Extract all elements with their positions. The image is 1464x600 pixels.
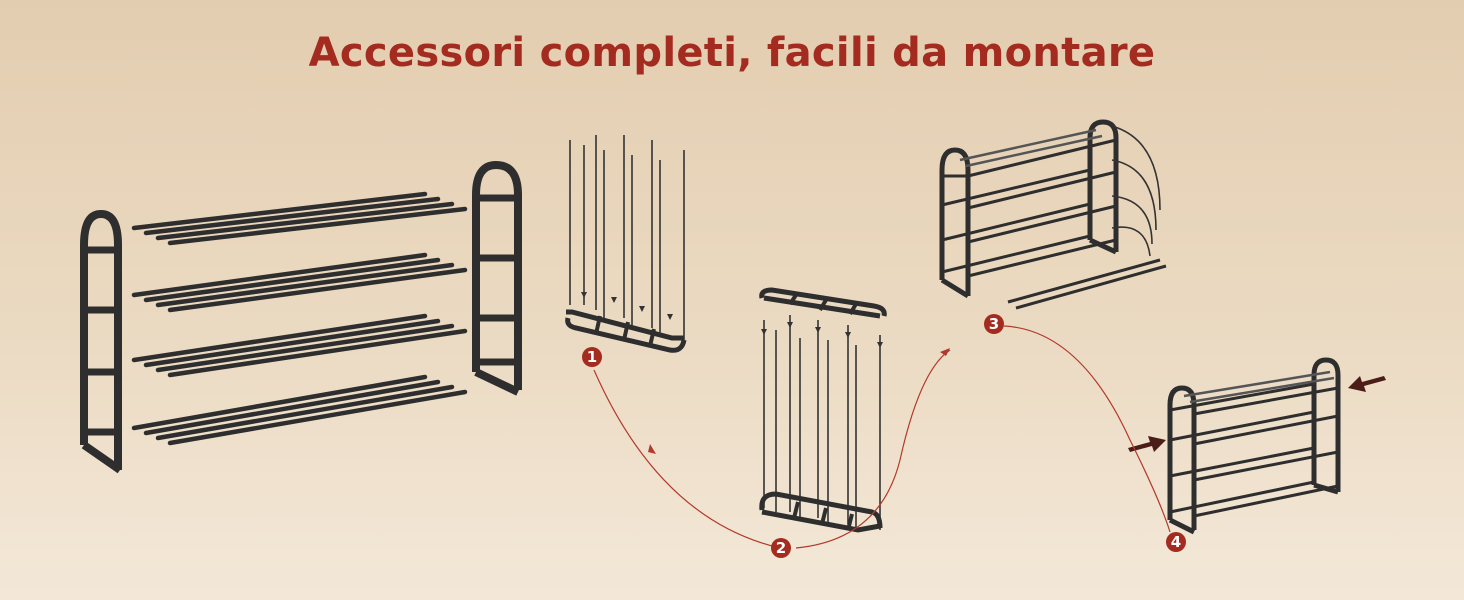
step-number: 1 bbox=[587, 348, 597, 366]
rack-tubes-tier-1 bbox=[134, 194, 465, 243]
down-arrow-icon bbox=[761, 322, 883, 348]
step-number: 4 bbox=[1171, 533, 1181, 551]
step-3-illustration bbox=[942, 122, 1166, 308]
rack-tubes-tier-3 bbox=[134, 316, 465, 375]
rack-side-frame-left bbox=[84, 214, 120, 470]
rack-tubes-tier-4 bbox=[134, 377, 465, 443]
step-badge-1: 1 bbox=[582, 347, 602, 367]
step-2-illustration bbox=[761, 290, 884, 530]
step-number: 3 bbox=[989, 315, 999, 333]
step-badge-3: 3 bbox=[984, 314, 1004, 334]
rack-tubes-tier-2 bbox=[134, 255, 465, 310]
rack-side-frame-right bbox=[476, 165, 518, 392]
step-badge-2: 2 bbox=[771, 538, 791, 558]
step-1-illustration bbox=[566, 135, 684, 350]
step-4-illustration bbox=[1128, 360, 1386, 532]
step-number: 2 bbox=[776, 539, 786, 557]
assembly-path bbox=[594, 326, 1170, 548]
step-badge-4: 4 bbox=[1166, 532, 1186, 552]
press-arrow-icon bbox=[1128, 376, 1386, 452]
exploded-parts bbox=[84, 165, 518, 470]
